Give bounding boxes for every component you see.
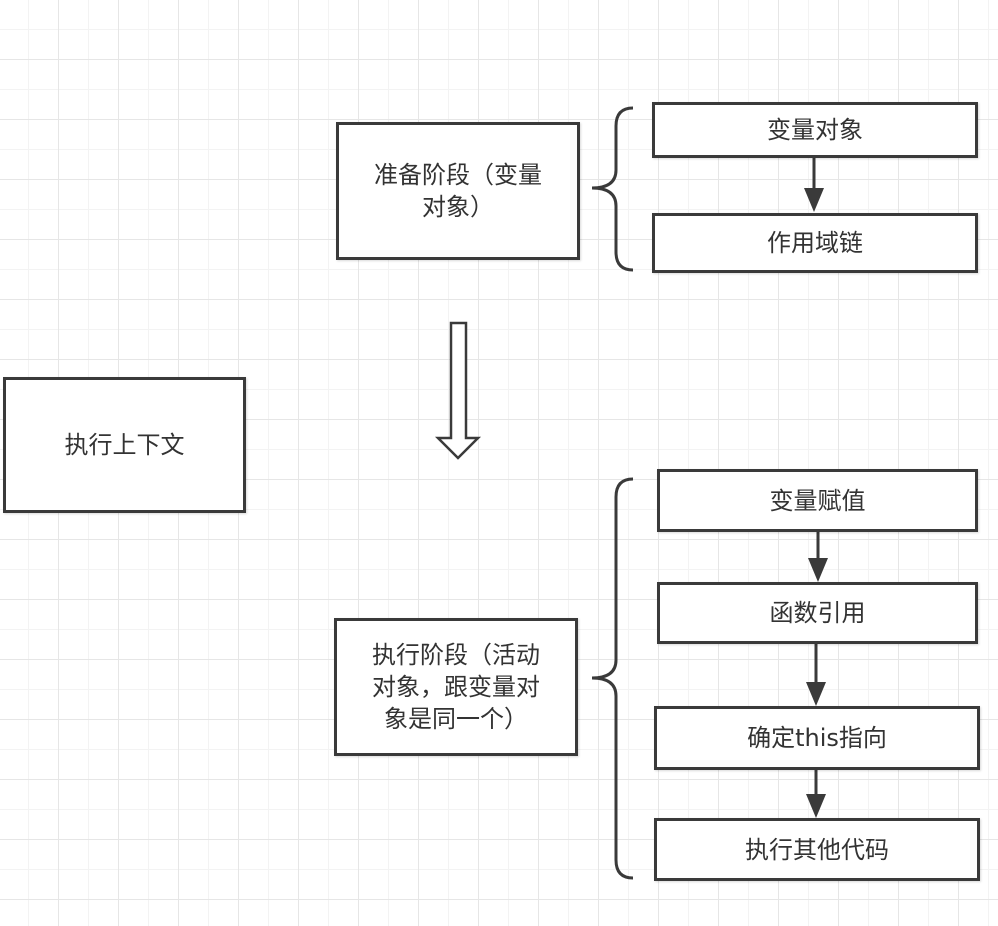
execution-context-label: 执行上下文 [64, 431, 185, 459]
step-execute-other-code-label: 执行其他代码 [745, 835, 889, 864]
step-variable-object-label: 变量对象 [767, 116, 863, 144]
prepare-brace [591, 106, 634, 272]
arrow-execute-1 [808, 530, 828, 582]
prepare-phase-label-line1: 准备阶段（变量 [374, 161, 542, 189]
execute-phase-node[interactable]: 执行阶段（活动 对象，跟变量对 象是同一个） [334, 618, 578, 756]
step-scope-chain-label: 作用域链 [767, 229, 863, 257]
execute-phase-label-line3: 象是同一个） [384, 705, 528, 733]
execute-brace [591, 477, 634, 880]
step-execute-other-code[interactable]: 执行其他代码 [654, 818, 980, 881]
arrow-execute-2 [806, 642, 826, 706]
step-scope-chain[interactable]: 作用域链 [652, 213, 978, 273]
execute-phase-label-line2: 对象，跟变量对 [372, 673, 540, 701]
step-function-reference-label: 函数引用 [769, 599, 866, 627]
execution-context-node[interactable]: 执行上下文 [3, 377, 246, 513]
step-variable-assignment-label: 变量赋值 [769, 486, 866, 515]
phase-transition-arrow [434, 321, 482, 460]
step-variable-assignment[interactable]: 变量赋值 [657, 469, 978, 532]
arrow-execute-3 [806, 768, 826, 818]
prepare-phase-label-line2: 对象） [422, 193, 494, 221]
step-function-reference[interactable]: 函数引用 [657, 582, 978, 644]
execute-phase-label-line1: 执行阶段（活动 [372, 641, 540, 669]
step-determine-this[interactable]: 确定this指向 [654, 706, 980, 770]
arrow-prepare-1 [804, 156, 824, 212]
step-variable-object[interactable]: 变量对象 [652, 102, 978, 158]
step-determine-this-label: 确定this指向 [747, 724, 887, 752]
prepare-phase-node[interactable]: 准备阶段（变量 对象） [336, 122, 580, 260]
